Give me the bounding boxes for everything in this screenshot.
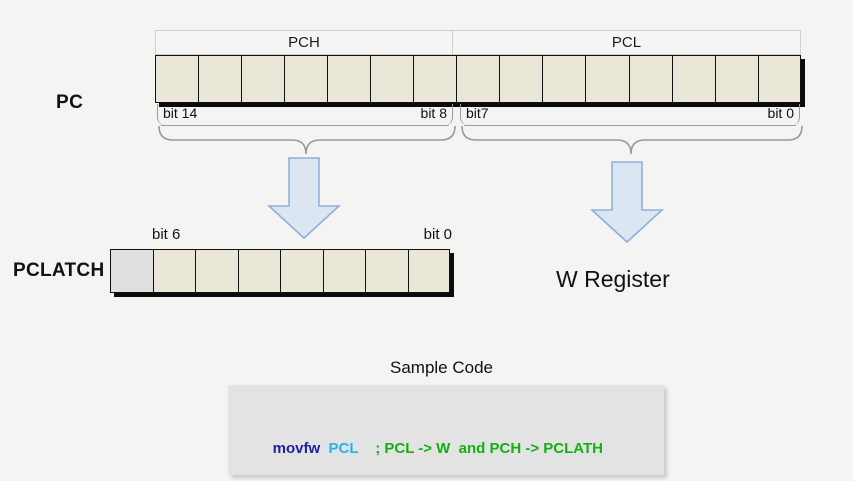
pcl-msb-label: bit7 [466, 105, 489, 121]
pclatch-bit-cells [110, 249, 450, 293]
sample-code-box: movfw PCL ; PCL -> W and PCH -> PCLATH [228, 385, 664, 475]
pch-curly-brace [158, 125, 456, 155]
pc-bit-cell [585, 55, 629, 103]
pclatch-bit-cell [322, 249, 365, 293]
pclatch-bit-cell-unused [110, 249, 153, 293]
pclatch-bit-cell [407, 249, 450, 293]
pc-bit-cell [456, 55, 500, 103]
pch-header: PCH [155, 30, 453, 55]
pch-msb-label: bit 14 [163, 105, 198, 121]
pc-bit-cell [413, 55, 457, 103]
pc-bit-cell [714, 55, 758, 103]
pc-bit-cells [155, 55, 801, 103]
pclatch-bit-labels: bit 6 bit 0 [152, 226, 452, 243]
pch-bit-range-bracket: bit 14 bit 8 [157, 104, 453, 126]
pclatch-lsb-label: bit 0 [423, 226, 452, 243]
pclatch-register [110, 249, 450, 293]
pch-lsb-label: bit 8 [420, 105, 447, 121]
pcl-to-w-register-arrow [589, 161, 665, 244]
pc-bit-cell [370, 55, 414, 103]
pclatch-bit-cell [237, 249, 280, 293]
pc-bit-cell [327, 55, 371, 103]
pclatch-bit-cell [195, 249, 238, 293]
code-mnemonic: movfw [272, 440, 321, 457]
pclatch-bit-cell [280, 249, 323, 293]
pc-label: PC [56, 92, 84, 113]
pch-to-pclatch-arrow [266, 157, 342, 240]
pclatch-label: PCLATCH [13, 260, 105, 281]
pc-bit-cell [757, 55, 801, 103]
sample-code-title: Sample Code [390, 358, 494, 377]
pc-bit-cell [671, 55, 715, 103]
pc-bit-cell [628, 55, 672, 103]
pc-bit-cell [241, 55, 285, 103]
pc-bit-cell [198, 55, 242, 103]
pcl-lsb-label: bit 0 [767, 105, 794, 121]
pc-bit-cell [155, 55, 199, 103]
pcl-header: PCL [453, 30, 801, 55]
w-register-label: W Register [556, 266, 670, 292]
pc-bit-cell [284, 55, 328, 103]
pclatch-msb-label: bit 6 [152, 226, 181, 243]
sample-code-line: movfw PCL ; PCL -> W and PCH -> PCLATH [256, 423, 603, 474]
pcl-bit-range-bracket: bit7 bit 0 [460, 104, 800, 126]
pc-register: PCH PCL [155, 30, 801, 103]
pc-header-row: PCH PCL [155, 30, 801, 55]
code-operand: PCL [328, 440, 359, 457]
code-comment: ; PCL -> W and PCH -> PCLATH [375, 440, 603, 457]
pcl-curly-brace [461, 125, 803, 155]
pclatch-bit-cell [365, 249, 408, 293]
pc-bit-cell [542, 55, 586, 103]
pclatch-bit-cell [152, 249, 195, 293]
pc-bit-cell [499, 55, 543, 103]
